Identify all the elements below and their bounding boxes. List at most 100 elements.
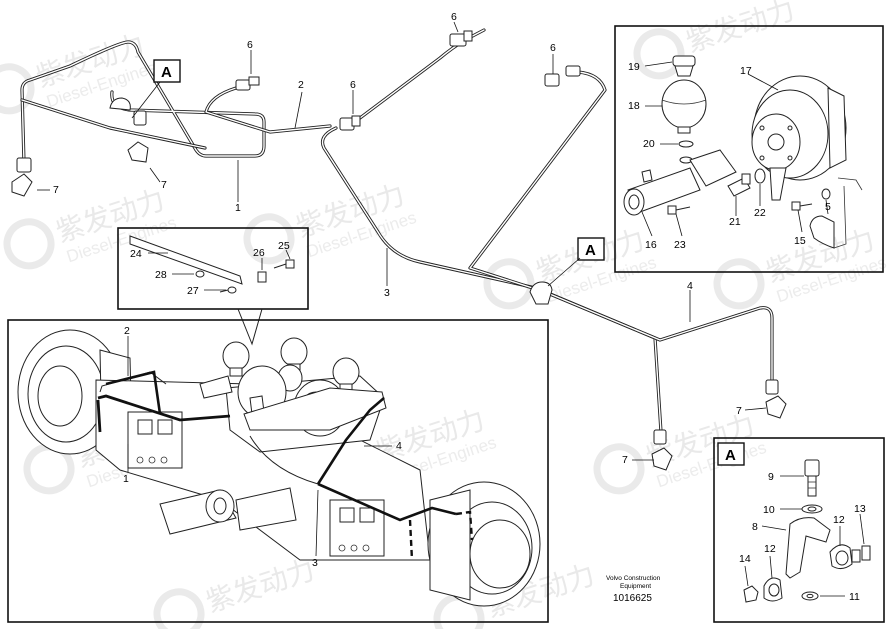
callout-connector — [237, 308, 263, 346]
svg-text:A: A — [161, 64, 172, 81]
label-2: 2 — [298, 79, 304, 91]
pipe-2 — [204, 86, 332, 134]
label-7: 7 — [161, 179, 167, 191]
bolt-27 — [219, 286, 237, 294]
label-6: 6 — [451, 11, 457, 23]
label-25: 25 — [278, 240, 290, 252]
clip-upper-left — [109, 97, 131, 111]
driveshaft — [159, 487, 297, 535]
pipe-2-highlight — [105, 370, 162, 415]
bracket-8 — [785, 517, 831, 579]
bolt-15 — [791, 201, 813, 211]
bolt-25 — [273, 259, 295, 269]
axle-housing — [95, 379, 431, 561]
pipe-1-highlight-b — [97, 394, 231, 422]
label-5: 5 — [825, 201, 831, 213]
label-7: 7 — [736, 405, 742, 417]
label-16: 16 — [645, 239, 657, 251]
brake-valve-body — [623, 149, 737, 216]
watermark-cn: 紫发动力 — [202, 553, 319, 619]
label-15: 15 — [794, 235, 806, 247]
nut-14 — [743, 585, 759, 603]
label-3: 3 — [312, 557, 318, 569]
bracket-hook — [837, 177, 863, 191]
label-24: 24 — [130, 248, 142, 260]
label-22: 22 — [754, 207, 766, 219]
elbow-7-lower — [651, 429, 673, 471]
drawing-number: 1016625 — [613, 593, 652, 604]
pipe-3-hidden-a — [408, 519, 414, 561]
clamp-12-right — [829, 544, 861, 570]
label-6: 6 — [247, 39, 253, 51]
fitting-6-d — [544, 65, 581, 87]
label-4: 4 — [687, 280, 693, 292]
detail-box-bracket: 24 28 27 26 25 — [117, 227, 309, 346]
label-18: 18 — [628, 100, 640, 112]
label-7: 7 — [622, 454, 628, 466]
clip-a-bracket — [529, 281, 553, 305]
elbow-7-left — [11, 157, 33, 197]
right-wheel-hub — [427, 481, 541, 607]
pipe-1 — [20, 40, 266, 165]
watermark-logo-icon — [713, 258, 765, 310]
label-17: 17 — [740, 65, 752, 77]
detail-box-brake-valve: 19 18 20 17 16 23 21 22 15 5 — [614, 25, 884, 273]
pipe-connect — [249, 435, 319, 485]
label-8: 8 — [752, 521, 758, 533]
label-28: 28 — [155, 269, 167, 281]
label-9: 9 — [768, 471, 774, 483]
watermark-logo-icon — [433, 593, 485, 634]
pipe-1-highlight-a — [96, 399, 102, 433]
ref-a-detail-tag — [717, 442, 745, 466]
watermark-cn: 紫发动力 — [682, 0, 799, 59]
label-20: 20 — [643, 138, 655, 150]
bracket-line — [833, 185, 847, 249]
footer-block: Volvo Construction Equipment 1016625 — [606, 575, 661, 604]
label-6: 6 — [350, 79, 356, 91]
pipe-3-hidden-b — [455, 510, 474, 541]
labels-main: 6 6 6 6 2 1 3 4 7 7 7 7 — [53, 11, 742, 466]
ref-a-upper: A — [131, 59, 181, 119]
fitting-6-a — [235, 76, 260, 91]
elbow-7-right — [765, 379, 787, 419]
brake-valve-cluster — [199, 337, 387, 453]
label-12: 12 — [833, 514, 845, 526]
bracket-plate — [809, 215, 835, 249]
pipe-3-highlight — [317, 482, 457, 522]
nut-26 — [257, 271, 267, 283]
ref-a-middle: A — [547, 237, 605, 287]
watermark-logo-icon — [483, 258, 535, 310]
label-1: 1 — [123, 473, 129, 485]
label-14: 14 — [739, 553, 751, 565]
bolt-23 — [667, 205, 691, 215]
label-19: 19 — [628, 61, 640, 73]
washer-5 — [821, 188, 831, 200]
label-11: 11 — [849, 591, 860, 603]
bracket-strip — [129, 235, 243, 285]
label-23: 23 — [674, 239, 686, 251]
elbow-7-mid — [127, 110, 149, 163]
label-1: 1 — [235, 202, 241, 214]
bolt-9 — [804, 459, 820, 497]
washer-28 — [195, 270, 205, 278]
fitting-6-b — [339, 115, 361, 131]
bolt-13 — [861, 545, 871, 561]
accumulator-cap — [672, 55, 696, 77]
detail-box-a-clamp: A — [713, 437, 885, 623]
label-13: 13 — [854, 503, 866, 515]
watermark-logo-icon — [0, 63, 35, 115]
fitting-21 — [727, 173, 751, 197]
washer-22 — [754, 168, 766, 184]
label-26: 26 — [253, 247, 265, 259]
pipe-4 — [468, 70, 774, 386]
fitting-6-c — [449, 30, 473, 47]
watermark-logo-icon — [153, 588, 205, 634]
label-10: 10 — [763, 504, 775, 516]
watermark-logo-icon — [3, 218, 55, 270]
label-3: 3 — [384, 287, 390, 299]
label-21: 21 — [729, 216, 741, 228]
watermark-logo-icon — [243, 213, 295, 265]
watermark-logo-icon — [633, 28, 685, 80]
